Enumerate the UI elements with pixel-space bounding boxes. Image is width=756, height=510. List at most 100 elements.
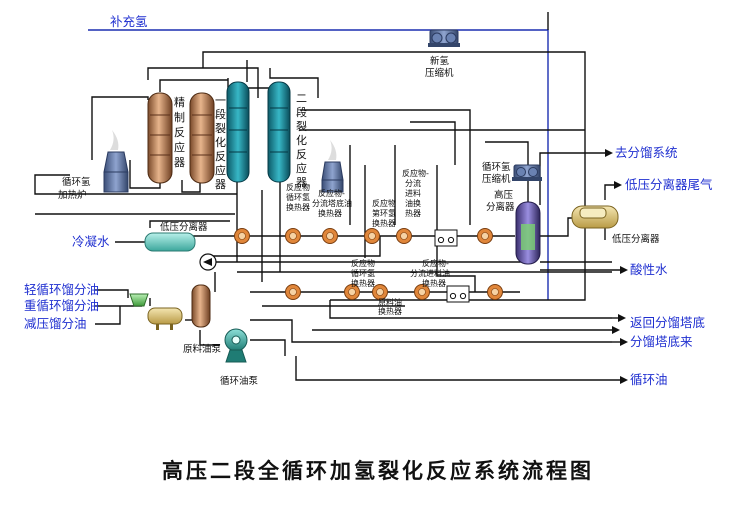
cycle-oil-pump [224,328,248,363]
pipe-segment [199,330,220,346]
svg-text:裂: 裂 [296,120,307,133]
feed-surge-drum [129,293,183,330]
svg-text:换热器: 换热器 [422,278,446,288]
new-h2-compressor-label-2: 压缩机 [425,67,454,79]
heat-exchanger [322,228,338,244]
cycle-oil-pump-label: 循环油泵 [220,375,259,387]
heat-exchanger [285,228,301,244]
sour-water-label: 酸性水 [630,262,668,277]
vacuum-distillate-label: 减压馏分油 [24,316,87,331]
svg-text:反应物: 反应物 [372,198,396,208]
hx-b-label: 反应物- 分流塔底油 换热器 [312,188,352,218]
stage1-reactor-label: 一 段 裂 化 反 应 器 [215,94,226,191]
recycle-compressor-label-2: 压缩机 [482,173,511,185]
recycle-h2-compressor [512,164,542,181]
offgas-pipe [604,184,614,200]
svg-text:器: 器 [215,178,226,191]
mixer-upper [434,229,458,247]
pipe-segment [159,79,228,92]
svg-text:原料油: 原料油 [378,297,402,307]
furnace-outlet-pipe [91,96,149,160]
heat-exchanger [285,284,301,300]
hp-separator-label-2: 分离器 [486,201,515,213]
hp-separator-label-1: 高压 [494,189,514,201]
svg-text:反应物: 反应物 [351,258,375,268]
heat-exchanger [414,284,430,300]
svg-text:反应物-: 反应物- [318,188,345,198]
heat-exchanger [396,228,412,244]
refining-reactor [147,92,215,184]
stage2-furnace [321,140,344,193]
diagram-title: 高压二段全循环加氢裂化反应系统流程图 [162,458,594,483]
to-fractionation-pipe [539,152,605,205]
air-cooler [199,253,217,271]
return-fractionator-bottom-label: 返回分馏塔底 [630,315,705,330]
recycle-compressor-label-1: 循环氢 [482,161,511,173]
hx-a-label: 反应物 循环氢 换热器 [286,182,310,212]
from-fractionator-bottom-pipe [250,319,612,343]
arrow-head [620,266,628,274]
hx-e-label: 反应物 循环氢 换热器 [351,258,375,288]
arrow-head [618,314,626,322]
svg-text:反: 反 [174,126,185,139]
arrow-head [612,326,620,334]
from-fractionator-bottom-label: 分馏塔底来 [630,334,693,349]
feed-filter [191,284,211,328]
cooling-water-label: 冷凝水 [72,234,110,249]
cycle-oil-pipe [295,356,620,381]
heat-exchanger [477,228,493,244]
svg-text:段: 段 [215,107,226,121]
makeup-h2-label: 补充氢 [110,14,148,29]
svg-text:精: 精 [174,96,185,109]
heat-exchanger [364,228,380,244]
pipe-segment [250,339,286,356]
pipe-segment [149,220,230,228]
svg-text:反应物-: 反应物- [422,258,449,268]
new-h2-compressor [428,29,460,47]
heat-exchanger [372,284,388,300]
svg-text:反: 反 [215,150,226,163]
lp-separator-right [571,205,619,229]
pipe-segment [203,236,381,257]
svg-text:器: 器 [296,176,307,189]
lp-separator-left-label: 低压分离器 [160,221,208,233]
svg-text:应: 应 [174,140,185,154]
svg-text:一: 一 [215,94,226,107]
svg-text:分流进料油: 分流进料油 [410,268,450,278]
svg-text:反应物: 反应物 [286,182,310,192]
svg-text:进料: 进料 [405,188,421,198]
furnace-label-1: 循环氢 [62,176,91,188]
svg-text:循环氢: 循环氢 [351,268,375,278]
svg-text:器: 器 [174,156,185,169]
svg-text:循环氢: 循环氢 [286,192,310,202]
svg-text:换热器: 换热器 [351,278,375,288]
heat-exchanger [344,284,360,300]
hp-separator [515,201,541,265]
pipe-segment [329,300,612,319]
new-h2-compressor-label-1: 新氢 [430,55,450,67]
refining-reactor-label: 精 制 反 应 器 [174,96,185,169]
pipe-segment [181,178,201,193]
arrow-head [620,376,628,384]
heat-exchanger [487,284,503,300]
hx-c-label: 反应物 第环氢 换热器 [372,198,396,228]
svg-text:换热器: 换热器 [372,218,396,228]
pipe-segment [34,174,237,195]
svg-text:化: 化 [296,133,307,147]
svg-text:分流: 分流 [405,178,421,188]
feed-pump-label: 原料油泵 [183,343,222,355]
stage2-reactor-label: 二 段 裂 化 反 应 器 [296,92,307,189]
svg-text:应: 应 [296,161,307,175]
furnace-label-2: 加热炉 [58,189,87,201]
arrow-head [620,338,628,346]
pipe-segment [147,67,259,98]
hx-g-label: 原料油 换热器 [378,297,402,316]
heavy-cycle-oil-label: 重循环馏分油 [24,298,99,313]
svg-text:化: 化 [215,135,226,149]
svg-text:裂: 裂 [215,122,226,135]
svg-text:换热器: 换热器 [286,202,310,212]
svg-text:二: 二 [296,92,307,105]
recycle-header-top [202,51,586,301]
hx-d-label: 反应物- 分流 进料 油换 热器 [402,168,429,218]
heat-exchanger [234,228,250,244]
